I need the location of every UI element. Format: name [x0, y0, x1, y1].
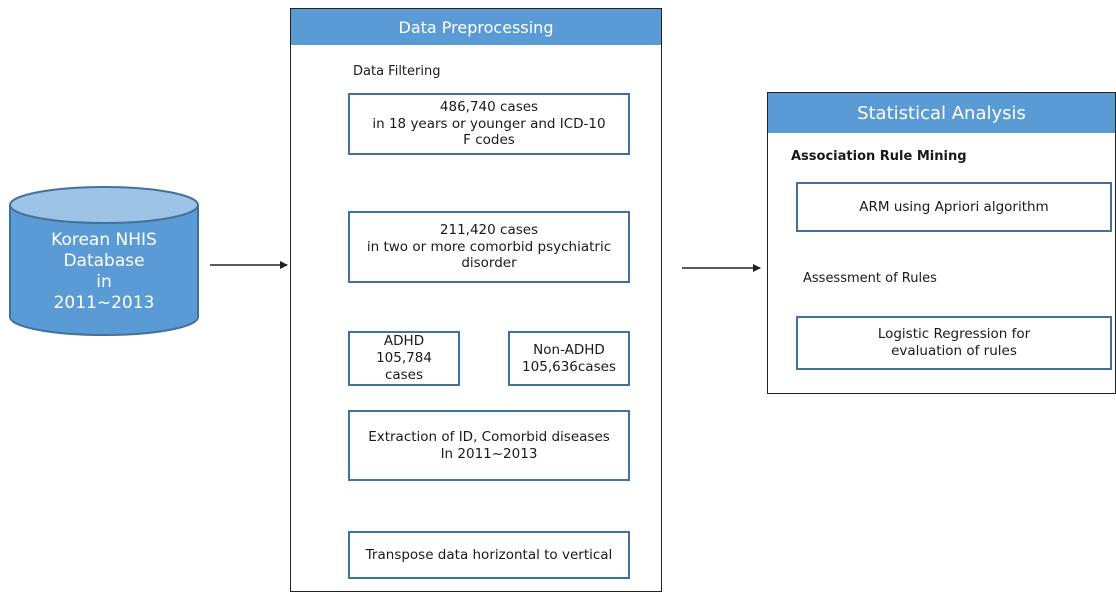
step-comorbid-filter: 211,420 cases in two or more comorbid ps…	[348, 211, 630, 283]
database-label: Korean NHIS Database in 2011~2013	[51, 229, 157, 314]
database-cylinder-icon	[9, 186, 199, 336]
assessment-label: Assessment of Rules	[803, 271, 937, 286]
logistic-regression-box: Logistic Regression for evaluation of ru…	[796, 316, 1112, 370]
arm-apriori-box: ARM using Apriori algorithm	[796, 182, 1112, 232]
data-filtering-label: Data Filtering	[353, 64, 441, 79]
extraction-box: Extraction of ID, Comorbid diseases In 2…	[348, 410, 630, 481]
adhd-box: ADHD 105,784 cases	[348, 331, 460, 386]
non-adhd-box: Non-ADHD 105,636cases	[508, 331, 630, 386]
preprocessing-title: Data Preprocessing	[291, 9, 661, 45]
analysis-title: Statistical Analysis	[768, 93, 1115, 133]
arm-section-label: Association Rule Mining	[791, 149, 967, 164]
transpose-box: Transpose data horizontal to vertical	[348, 531, 630, 579]
step-age-icd-filter: 486,740 cases in 18 years or younger and…	[348, 93, 630, 155]
